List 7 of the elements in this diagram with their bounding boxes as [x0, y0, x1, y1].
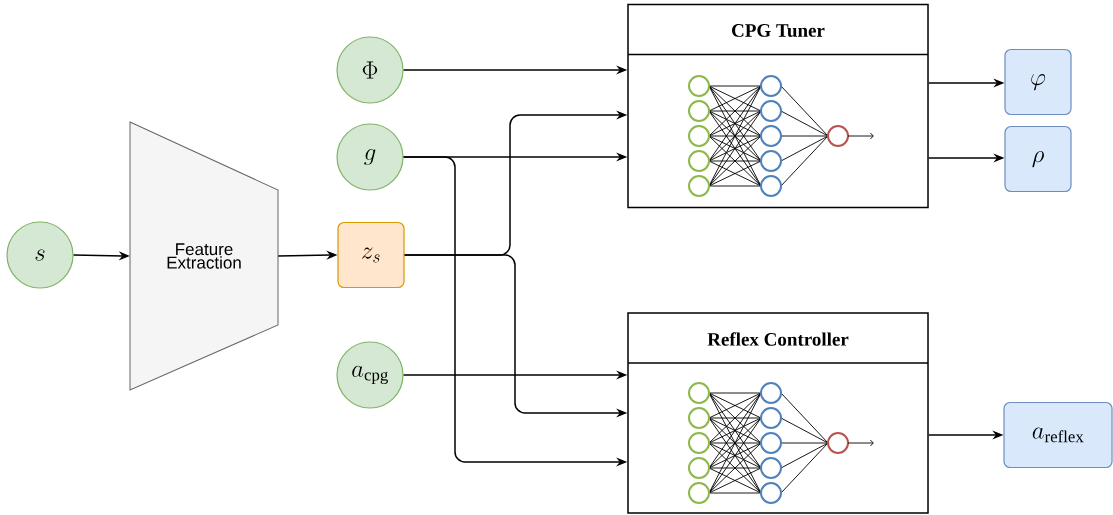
- output-box: $\rho$: [1004, 125, 1072, 193]
- feature-extractor-trapezoid: Feature Extraction: [129, 121, 279, 391]
- network-panel: Reflex Controller: [627, 312, 929, 514]
- latent-box: $z_s$: [337, 221, 405, 289]
- network-panel: CPG Tuner: [627, 3, 929, 209]
- output-box: $\varphi$: [1004, 48, 1072, 116]
- output-box: $a_{\mathrm{reflex}}$: [1003, 401, 1113, 469]
